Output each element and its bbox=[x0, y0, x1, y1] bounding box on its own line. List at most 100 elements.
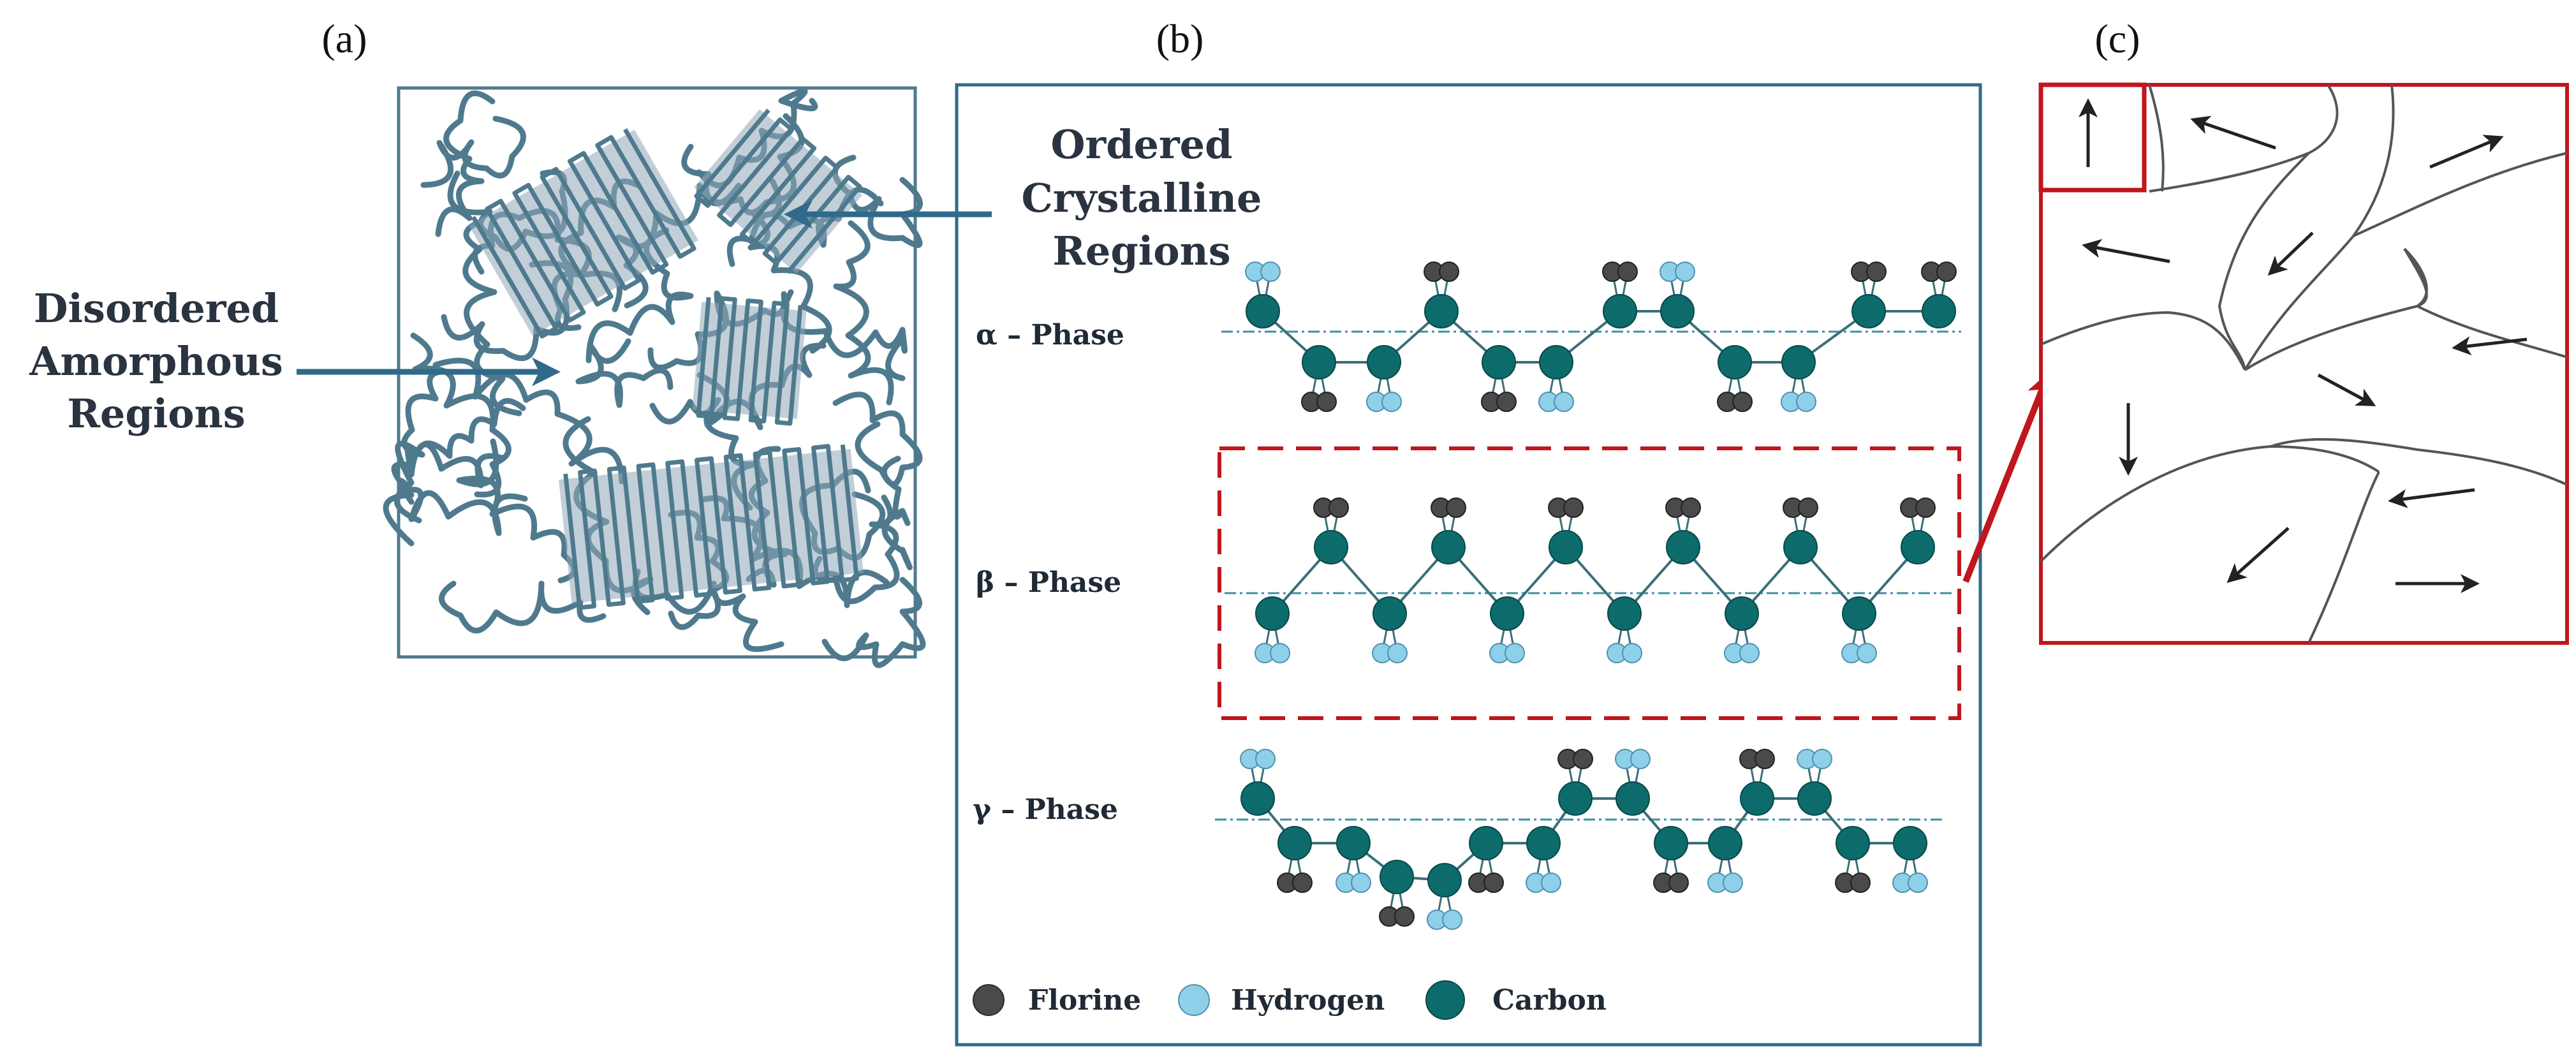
carbon-atom bbox=[1901, 530, 1935, 564]
legend-item-carbon: Carbon bbox=[1425, 980, 1607, 1020]
hydrogen-atom bbox=[1675, 261, 1695, 282]
carbon-atom bbox=[1922, 294, 1956, 328]
hydrogen-atom bbox=[1260, 261, 1281, 282]
carbon-atom bbox=[1708, 826, 1742, 860]
carbon-atom bbox=[1427, 863, 1462, 897]
beta-to-domain-arrow bbox=[1962, 371, 2052, 583]
fluorine-atom bbox=[1850, 873, 1871, 893]
panel-c-domain-structure bbox=[2038, 82, 2569, 645]
fluorine-atom bbox=[1617, 261, 1638, 282]
carbon-atom bbox=[1607, 596, 1642, 631]
hydrogen-atom bbox=[1351, 873, 1371, 893]
carbon-atom bbox=[1380, 860, 1414, 894]
fluorine-atom bbox=[1668, 873, 1689, 893]
panel-b-frame bbox=[955, 83, 1982, 1047]
carbon-atom bbox=[1660, 294, 1695, 328]
domain-boundaries bbox=[2040, 84, 2568, 644]
carbon-atom bbox=[1526, 826, 1561, 860]
hydrogen-atom bbox=[1723, 873, 1743, 893]
beta-phase-chain bbox=[1225, 497, 1952, 663]
carbon-atom bbox=[1373, 596, 1407, 631]
fluorine-atom bbox=[1915, 497, 1936, 518]
hydrogen-atom bbox=[1796, 392, 1816, 412]
panel-label-c: (c) bbox=[2094, 16, 2140, 61]
panel-a-amorphous-crystalline bbox=[383, 86, 926, 668]
amorphous-chain bbox=[821, 577, 926, 668]
crystalline-lamellae bbox=[469, 108, 864, 610]
carbon-atom bbox=[1539, 345, 1573, 379]
alpha-phase-label: α – Phase bbox=[976, 319, 1124, 351]
fluorine-atom bbox=[1681, 497, 1701, 518]
amorphous-label-line2: Amorphous bbox=[29, 338, 283, 385]
amorphous-chain bbox=[397, 478, 528, 536]
amorphous-chain bbox=[575, 338, 673, 408]
fluorine-atom-icon bbox=[973, 984, 1005, 1016]
carbon-atom bbox=[1654, 826, 1688, 860]
carbon-atom bbox=[1246, 294, 1280, 328]
unit-cell-highlight bbox=[2038, 82, 2147, 193]
carbon-atom bbox=[1666, 530, 1700, 564]
crystalline-label-line3: Regions bbox=[1052, 228, 1230, 274]
fluorine-atom bbox=[1755, 749, 1775, 769]
legend-carbon-label: Carbon bbox=[1492, 984, 1607, 1017]
left-arrow-icon bbox=[2190, 115, 2276, 150]
carbon-atom bbox=[1490, 596, 1524, 631]
carbon-atom bbox=[1255, 596, 1290, 631]
carbon-atom bbox=[1616, 781, 1650, 816]
left-arrow-icon bbox=[2388, 488, 2475, 508]
amorphous-chain bbox=[632, 568, 784, 652]
crystalline-lamella bbox=[469, 128, 698, 339]
legend-item-hydrogen: Hydrogen bbox=[1178, 984, 1385, 1017]
fluorine-atom bbox=[1496, 392, 1517, 412]
panel-c-frame bbox=[2039, 83, 2569, 645]
amorphous-chain bbox=[432, 357, 625, 485]
alpha-phase-chain bbox=[1221, 261, 1961, 412]
fluorine-atom bbox=[1446, 497, 1466, 518]
hydrogen-atom bbox=[1381, 392, 1402, 412]
legend-hydrogen-label: Hydrogen bbox=[1231, 984, 1385, 1017]
fluorine-atom bbox=[1798, 497, 1818, 518]
left-arrow-icon bbox=[2452, 336, 2528, 356]
right-arrow-icon bbox=[2429, 135, 2504, 169]
fluorine-atom bbox=[1573, 749, 1593, 769]
hydrogen-atom bbox=[1908, 873, 1928, 893]
hydrogen-atom bbox=[1387, 643, 1408, 663]
left-arrow-icon bbox=[2082, 239, 2170, 263]
gamma-phase-chain bbox=[1215, 749, 1942, 930]
carbon-atom bbox=[1797, 781, 1832, 816]
panel-label-a: (a) bbox=[321, 16, 367, 61]
fluorine-atom bbox=[1483, 873, 1504, 893]
carbon-atom bbox=[1240, 781, 1275, 816]
carbon-atom bbox=[1851, 294, 1886, 328]
carbon-atom bbox=[1277, 826, 1312, 860]
hydrogen-atom-icon bbox=[1178, 984, 1210, 1016]
hydrogen-atom bbox=[1812, 749, 1832, 769]
fluorine-atom bbox=[1563, 497, 1584, 518]
fluorine-atom bbox=[1316, 392, 1337, 412]
hydrogen-atom bbox=[1739, 643, 1760, 663]
hydrogen-atom bbox=[1622, 643, 1642, 663]
crystalline-region-label: Ordered Crystalline Regions bbox=[1022, 121, 1262, 274]
carbon-atom bbox=[1783, 530, 1818, 564]
amorphous-chain bbox=[456, 438, 577, 584]
carbon-atom bbox=[1893, 826, 1927, 860]
fluorine-atom bbox=[1292, 873, 1313, 893]
fluorine-atom bbox=[1936, 261, 1957, 282]
carbon-atom bbox=[1718, 345, 1752, 379]
carbon-atom bbox=[1558, 781, 1593, 816]
amorphous-region-label: Disordered Amorphous Regions bbox=[29, 285, 283, 437]
fluorine-atom bbox=[1328, 497, 1349, 518]
hydrogen-atom bbox=[1442, 909, 1462, 930]
hydrogen-atom bbox=[1554, 392, 1574, 412]
carbon-atom bbox=[1424, 294, 1459, 328]
crystalline-lamella bbox=[559, 444, 864, 610]
atom-legend: Florine Hydrogen Carbon bbox=[973, 980, 1607, 1020]
legend-item-florine: Florine bbox=[973, 984, 1141, 1017]
fluorine-atom bbox=[1732, 392, 1753, 412]
carbon-atom-icon bbox=[1425, 980, 1465, 1020]
beta-phase-highlight-box bbox=[1218, 446, 1961, 720]
amorphous-chain bbox=[435, 90, 496, 237]
hydrogen-atom bbox=[1857, 643, 1877, 663]
carbon-atom bbox=[1549, 530, 1583, 564]
